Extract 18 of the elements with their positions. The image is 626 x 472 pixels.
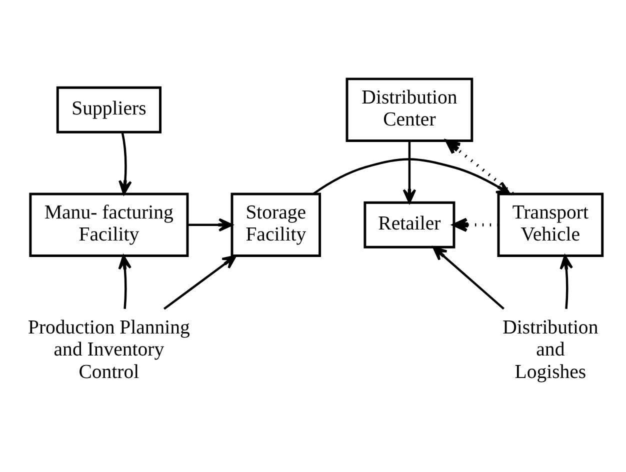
arrow [163, 254, 237, 310]
arrow [188, 218, 233, 232]
arrow [445, 139, 514, 195]
node-text: Production Planning and Inventory Control [28, 316, 190, 383]
arrow [118, 254, 132, 309]
arrow [560, 254, 573, 309]
arrow [402, 141, 416, 204]
node-box: Distribution Center [346, 78, 474, 142]
arrow [118, 132, 132, 195]
arrow [452, 218, 498, 232]
node-box: Manu- facturing Facility [29, 192, 189, 258]
node-box: Suppliers [56, 86, 162, 134]
arrow [312, 158, 511, 195]
node-box: Storage Facility [230, 192, 322, 258]
node-box: Retailer [364, 201, 456, 248]
node-text: Distribution and Logishes [502, 316, 598, 383]
node-box: Transport Vehicle [497, 192, 604, 258]
arrow [432, 246, 504, 310]
